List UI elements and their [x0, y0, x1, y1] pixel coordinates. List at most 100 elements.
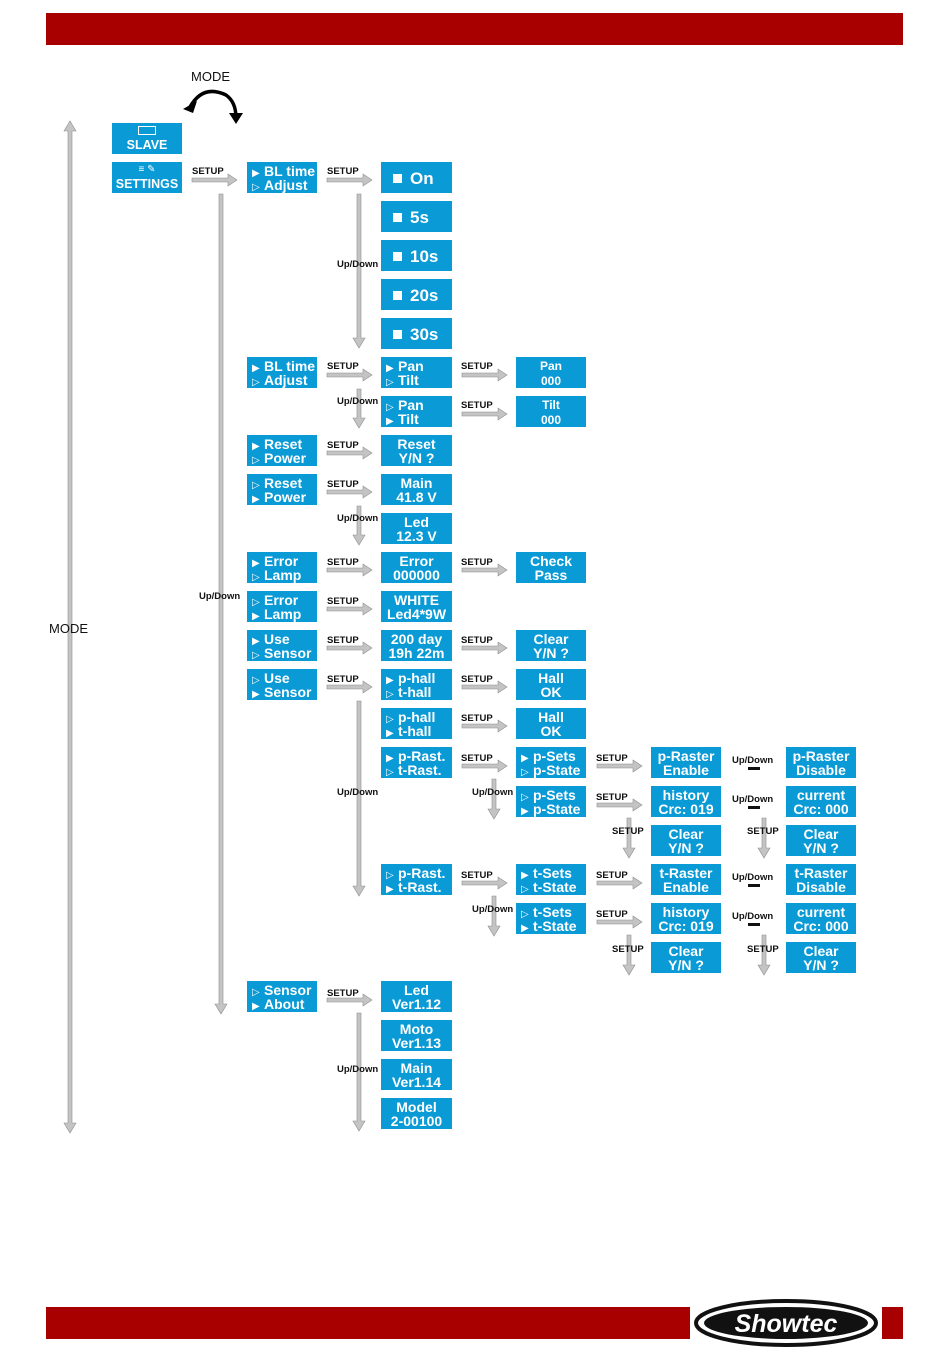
menu-box-line1: ▶Error — [252, 554, 298, 569]
menu-box-text: Adjust — [264, 177, 308, 193]
menu-box-line1: Model — [396, 1099, 437, 1115]
updown-label: Up/Down — [732, 911, 774, 922]
menu-box-text: Tilt — [398, 372, 419, 388]
menu-box-text: t-hall — [398, 723, 432, 739]
menu-box-line1: ▶Reset — [252, 437, 302, 452]
top-banner — [46, 13, 903, 45]
updown-arrow — [757, 934, 771, 976]
menu-box-line2: ▷t-Rast. — [386, 763, 442, 778]
menu-box-line2: Disable — [796, 879, 846, 895]
menu-box-line1: t-Raster — [659, 865, 713, 881]
setup-arrow — [596, 798, 643, 812]
updown-label: Up/Down — [472, 904, 514, 915]
menu-box-line2: ▶t-hall — [386, 724, 431, 739]
menu-box-line1: ▶Pan — [386, 359, 424, 374]
menu-box-line1: Clear — [533, 631, 569, 647]
unselected-triangle-icon: ▷ — [252, 597, 260, 608]
menu-box-psets-sel: ▶p-Sets▷p-State — [516, 747, 586, 778]
setup-label: SETUP — [612, 826, 644, 837]
setup-label: SETUP — [461, 400, 493, 411]
menu-box-line1: Clear — [668, 826, 704, 842]
setup-label: SETUP — [327, 674, 359, 685]
selected-triangle-icon: ▶ — [252, 611, 260, 622]
menu-box-text: Power — [264, 450, 307, 466]
menu-box-line2: ▷Sensor — [252, 646, 311, 661]
setup-label: SETUP — [327, 479, 359, 490]
menu-box-line1: current — [796, 904, 846, 920]
menu-box-line2: ▶About — [252, 997, 304, 1012]
unselected-triangle-icon: ▷ — [252, 650, 260, 661]
menu-box-line1: WHITE — [393, 592, 440, 608]
menu-box-line1: Clear — [803, 826, 839, 842]
unselected-triangle-icon: ▷ — [521, 909, 529, 920]
menu-box-text: Tilt — [398, 411, 419, 427]
menu-box-line1: Tilt — [542, 398, 560, 412]
square-bullet-icon — [393, 330, 402, 339]
setup-arrow — [461, 759, 508, 773]
selected-triangle-icon: ▶ — [521, 870, 529, 881]
unselected-triangle-icon: ▷ — [252, 480, 260, 491]
menu-box-line1: history — [662, 904, 710, 920]
menu-box-line1: Main — [400, 475, 433, 491]
menu-box-lamp-b: ▷Error▶Lamp — [247, 591, 317, 622]
menu-box-sensor-b: ▷Use▶Sensor — [247, 669, 317, 700]
menu-box-text: t-State — [533, 918, 577, 934]
menu-box-text: t-State — [533, 879, 577, 895]
menu-box-line1: ▶p-Sets — [521, 749, 576, 764]
menu-box-line1: Led — [404, 514, 429, 530]
menu-box-line1: ▶BL time — [252, 359, 315, 374]
menu-box-line2: Y/N ? — [803, 840, 839, 856]
menu-box-line1: ▶p-hall — [386, 671, 435, 686]
menu-box-line2: 12.3 V — [396, 528, 437, 544]
menu-box-reset-a: ▶Reset▷Power — [247, 435, 317, 466]
menu-box-line2: 000 — [540, 413, 562, 427]
unselected-triangle-icon: ▷ — [386, 870, 394, 881]
updown-arrow — [352, 1012, 366, 1132]
setup-label: SETUP — [461, 361, 493, 372]
menu-box-line2: Pass — [534, 567, 568, 583]
setup-arrow — [326, 680, 373, 694]
menu-box-line1: Clear — [668, 943, 704, 959]
menu-box-line2: ▷Lamp — [252, 568, 301, 583]
menu-box-line2: ▶t-Rast. — [386, 880, 442, 895]
square-bullet-icon — [393, 252, 402, 261]
setup-label: SETUP — [461, 674, 493, 685]
menu-box-value: On — [410, 169, 434, 188]
menu-box-line1: p-Raster — [792, 748, 850, 764]
dash-mark — [748, 923, 760, 926]
menu-box-line1: ▷Pan — [386, 398, 424, 413]
selected-triangle-icon: ▶ — [521, 923, 529, 934]
menu-box-text: t-hall — [398, 684, 432, 700]
menu-box-value: 5s — [410, 208, 429, 227]
menu-box-label: SETTINGS — [115, 177, 179, 191]
menu-box-value: 30s — [410, 325, 439, 344]
menu-box-line2: Enable — [663, 762, 709, 778]
menu-box-line1: ▷p-Sets — [521, 788, 576, 803]
menu-box-about: ▷Sensor▶About — [247, 981, 317, 1012]
menu-box-line1: Hall — [538, 670, 564, 686]
menu-box-text: t-Rast. — [398, 879, 442, 895]
menu-box-line2: ▶Power — [252, 490, 306, 505]
mode-arrowhead-right — [229, 113, 243, 124]
selected-triangle-icon: ▶ — [252, 363, 260, 374]
unselected-triangle-icon: ▷ — [252, 572, 260, 583]
unselected-triangle-icon: ▷ — [252, 377, 260, 388]
setup-arrow — [326, 602, 373, 616]
selected-triangle-icon: ▶ — [252, 636, 260, 647]
menu-box-text: t-Rast. — [398, 762, 442, 778]
setup-arrow — [326, 446, 373, 460]
menu-box-line2: Crc: 019 — [658, 918, 714, 934]
menu-box-text: p-Rast. — [398, 865, 446, 881]
menu-box-line1: ▷Sensor — [252, 983, 311, 998]
selected-triangle-icon: ▶ — [521, 806, 529, 817]
square-bullet-icon — [393, 291, 402, 300]
selected-triangle-icon: ▶ — [252, 558, 260, 569]
